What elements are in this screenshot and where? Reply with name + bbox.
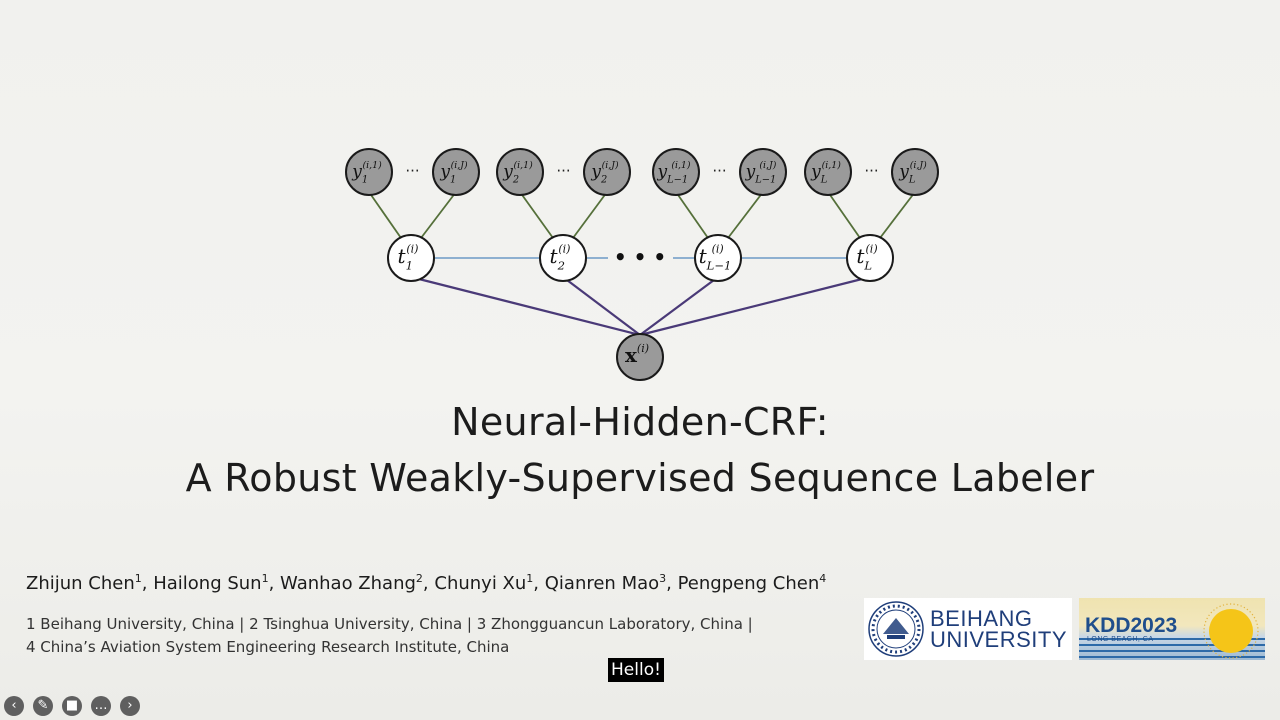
more-icon[interactable]: … (91, 696, 111, 716)
label-node: yL(i,J) (891, 148, 939, 196)
label-node-text: y1(i,1) (351, 160, 382, 185)
label-node: yL−1(i,1) (652, 148, 700, 196)
beihang-logo-text-line-1: BEIHANG (930, 606, 1033, 631)
pen-icon[interactable]: ✎ (33, 696, 53, 716)
label-node: y2(i,J) (583, 148, 631, 196)
kdd2023-logo: KDD2023 LONG BEACH, CA (1079, 598, 1265, 660)
leaf-edge (368, 191, 402, 239)
truth-node: t2(i) (539, 234, 587, 282)
label-node-text: yL−1(i,1) (656, 160, 690, 185)
author-name: Wanhao Zhang (280, 573, 416, 594)
beihang-logo-text-line-2: UNIVERSITY (930, 627, 1068, 652)
author-name: Qianren Mao (544, 573, 660, 594)
leaf-edge (420, 191, 457, 239)
label-node-text: y2(i,1) (502, 160, 533, 185)
title-line-2: A Robust Weakly-Supervised Sequence Labe… (185, 456, 1095, 500)
kdd-logo-location: LONG BEACH, CA (1087, 636, 1154, 643)
truth-node-text: t2(i) (550, 242, 571, 272)
kdd-logo-title: KDD2023 (1085, 614, 1178, 637)
video-off-icon[interactable]: ■ (62, 696, 82, 716)
x-to-t-edge (562, 276, 641, 336)
affiliations-line-1: 1 Beihang University, China | 2 Tsinghua… (26, 615, 753, 633)
beihang-university-logo: BEIHANG UNIVERSITY (864, 598, 1072, 660)
author-affiliation-mark: 1 (134, 572, 142, 585)
author-affiliation-mark: 3 (659, 572, 667, 585)
leaf-edge (572, 191, 608, 239)
leaf-ellipsis: ··· (712, 162, 726, 180)
label-node: yL(i,1) (804, 148, 852, 196)
label-node: y2(i,1) (496, 148, 544, 196)
label-node: y1(i,1) (345, 148, 393, 196)
label-node-text: y2(i,J) (590, 160, 619, 185)
next-icon[interactable]: › (120, 696, 140, 716)
leaf-edge (519, 191, 554, 239)
author-separator: , (141, 573, 154, 594)
leaf-ellipsis: ··· (556, 162, 570, 180)
truth-node-text: tL−1(i) (699, 242, 732, 272)
leaf-edge (827, 191, 861, 239)
label-node-text: yL(i,1) (810, 160, 841, 185)
author-separator: , (533, 573, 545, 594)
author-name: Hailong Sun (153, 573, 262, 594)
truth-node: tL(i) (846, 234, 894, 282)
author-separator: , (666, 573, 678, 594)
label-node: y1(i,J) (432, 148, 480, 196)
author-affiliation-mark: 4 (819, 572, 827, 585)
x-to-t-edge (639, 275, 871, 337)
author-affiliation-mark: 1 (526, 572, 534, 585)
leaf-edge (727, 191, 764, 239)
kdd-stripes-decoration (1079, 603, 1265, 659)
leaf-edge (675, 191, 709, 239)
label-node-text: yL−1(i,J) (745, 160, 777, 185)
input-node: x(i) (616, 333, 664, 381)
truth-node-text: tL(i) (856, 242, 877, 272)
label-node-text: y1(i,J) (439, 160, 468, 185)
author-list: Zhijun Chen1, Hailong Sun1, Wanhao Zhang… (26, 572, 826, 594)
author-name: Chunyi Xu (434, 573, 527, 594)
author-name: Zhijun Chen (26, 573, 135, 594)
author-name: Pengpeng Chen (677, 573, 820, 594)
title-line-1: Neural-Hidden-CRF: (451, 400, 829, 444)
author-affiliation-mark: 2 (415, 572, 423, 585)
label-node-text: yL(i,J) (898, 160, 927, 185)
leaf-ellipsis: ··· (405, 162, 419, 180)
truth-node: tL−1(i) (694, 234, 742, 282)
author-affiliation-mark: 1 (261, 572, 269, 585)
x-to-t-edge (639, 276, 719, 336)
author-separator: , (268, 573, 281, 594)
author-separator: , (422, 573, 435, 594)
input-node-text: x(i) (625, 342, 649, 367)
beihang-seal-icon (868, 601, 924, 657)
video-subtitle: Hello! (608, 658, 664, 682)
truth-node: t1(i) (387, 234, 435, 282)
affiliations-line-2: 4 China’s Aviation System Engineering Re… (26, 638, 510, 656)
label-node: yL−1(i,J) (739, 148, 787, 196)
prev-icon[interactable]: ‹ (4, 696, 24, 716)
leaf-edge (879, 191, 916, 239)
x-to-t-edge (410, 275, 641, 337)
truth-node-text: t1(i) (398, 242, 419, 272)
graphical-model-diagram: y1(i,1) y1(i,J) ··· y2(i,1) y2(i,J) ··· yL−1(i… (345, 148, 939, 381)
leaf-ellipsis: ··· (864, 162, 878, 180)
chain-ellipsis: • • • (614, 245, 666, 269)
